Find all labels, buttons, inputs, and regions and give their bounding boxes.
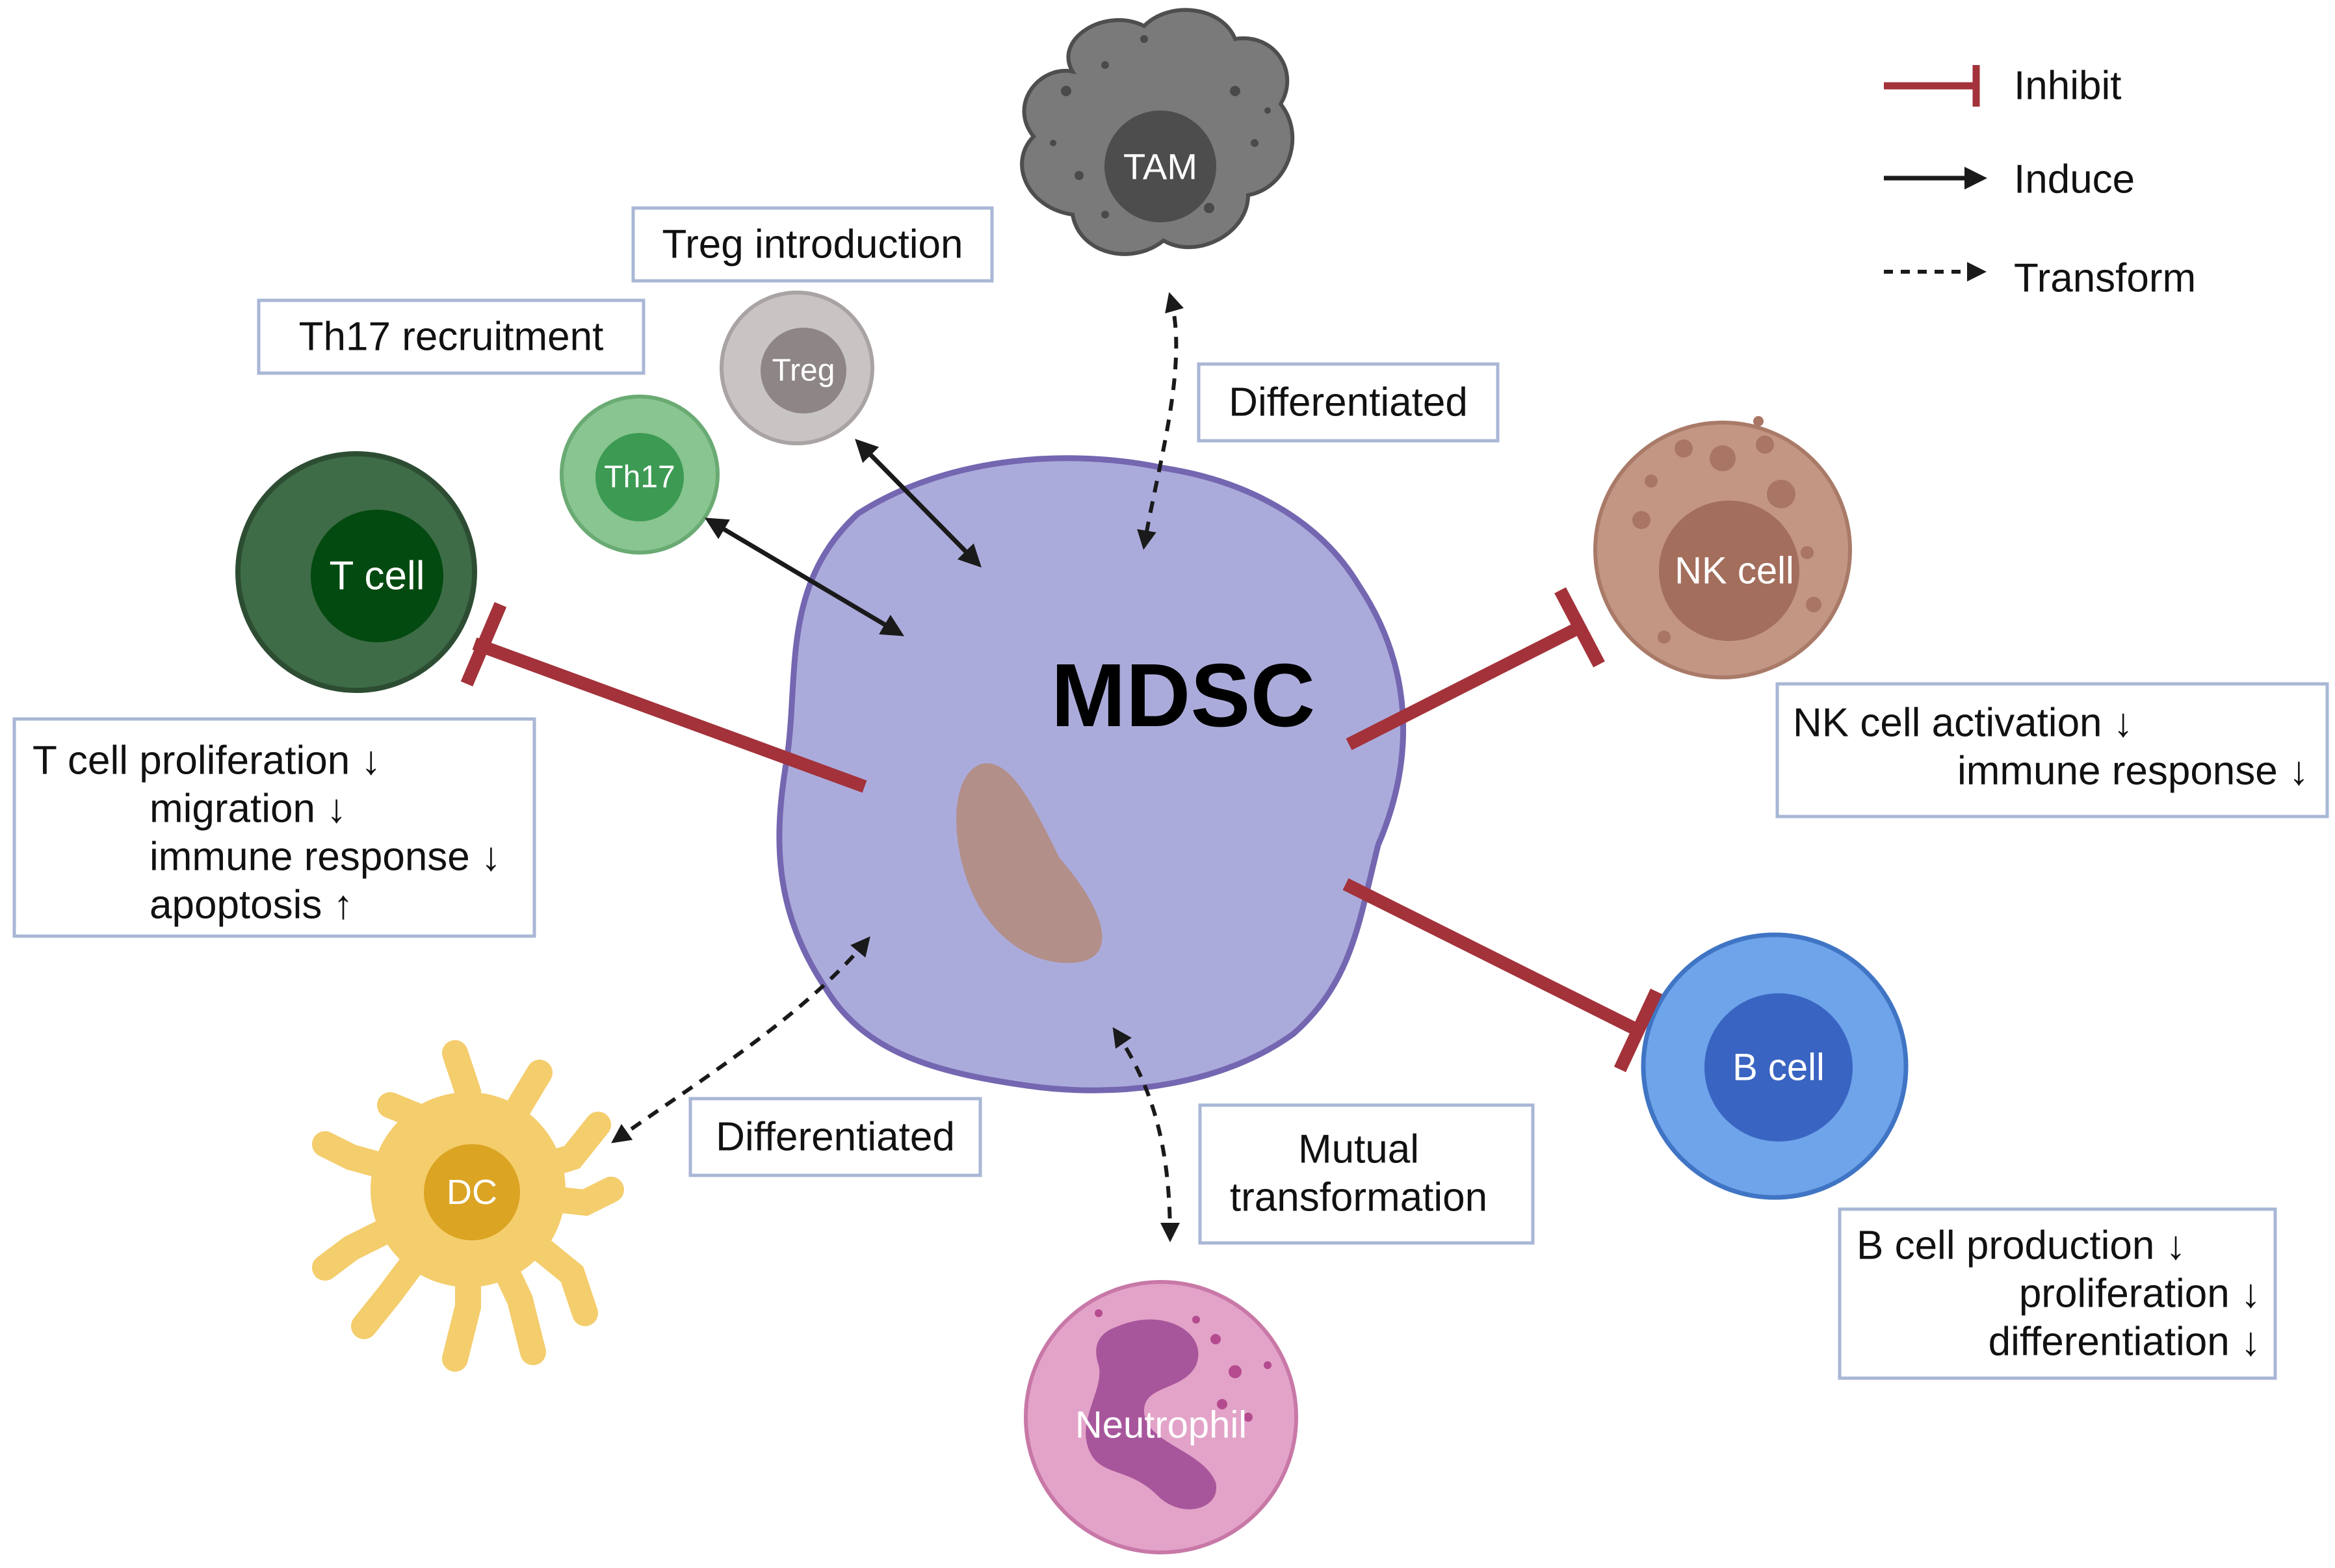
svg-text:Differentiated: Differentiated (716, 1115, 955, 1160)
svg-text:Mutual: Mutual (1298, 1127, 1419, 1172)
svg-text:Inhibit: Inhibit (2014, 64, 2121, 109)
dc-mdsc-arrow (611, 936, 870, 1143)
svg-text:Induce: Induce (2014, 157, 2135, 202)
tam-mdsc-arrow (1137, 292, 1184, 550)
th17-label: Th17 (604, 460, 675, 495)
nk-cell-effects-box: NK cell activation ↓ immune response ↓ (1775, 682, 2329, 818)
tam-cell: TAM (1020, 8, 1295, 256)
svg-text:Differentiated: Differentiated (1229, 380, 1468, 425)
transform-arrows (611, 292, 1184, 1242)
svg-text:migration ↓: migration ↓ (150, 787, 346, 831)
svg-text:immune response ↓: immune response ↓ (1957, 749, 2309, 794)
mdsc-inhibit-t-cell (472, 637, 867, 793)
dc-label: DC (447, 1173, 497, 1212)
mdsc-inhibit-nk-cell (1346, 621, 1583, 750)
svg-text:NK cell activation ↓: NK cell activation ↓ (1793, 701, 2133, 746)
neutrophil-label: Neutrophil (1075, 1404, 1247, 1446)
b-cell: B cell (1641, 932, 1909, 1200)
svg-text:differentiation ↓: differentiation ↓ (1989, 1320, 2261, 1365)
svg-text:apoptosis ↑: apoptosis ↑ (150, 883, 354, 928)
mdsc-label: MDSC (1051, 646, 1315, 746)
treg-mdsc-arrow (855, 439, 982, 568)
svg-text:immune response ↓: immune response ↓ (150, 835, 501, 880)
nk-cell: NK cell (1593, 416, 1852, 679)
th17-cell: Th17 (560, 395, 720, 555)
treg-label: Treg (772, 354, 835, 388)
treg-cell: Treg (720, 291, 874, 445)
svg-text:B cell production ↓: B cell production ↓ (1857, 1223, 2186, 1268)
nk-cell-label: NK cell (1675, 550, 1794, 592)
b-cell-label: B cell (1732, 1047, 1825, 1089)
mdsc-inhibit-b-cell (1342, 878, 1641, 1036)
treg-introduction-box: Treg introduction (631, 206, 994, 283)
inhibit-arrows (460, 587, 1663, 1073)
neutrophil-cell: Neutrophil (1024, 1280, 1298, 1554)
svg-text:Th17 recruitment: Th17 recruitment (299, 315, 604, 359)
svg-text:transformation: transformation (1230, 1175, 1487, 1220)
svg-text:Treg introduction: Treg introduction (662, 222, 963, 267)
dc-differentiated-box: Differentiated (688, 1097, 982, 1177)
tam-differentiated-box: Differentiated (1197, 362, 1500, 443)
t-cell-effects-box: T cell proliferation ↓ migration ↓ immun… (12, 717, 536, 938)
induce-arrows (704, 439, 982, 636)
svg-text:Transform: Transform (2014, 256, 2196, 301)
b-cell-effects-box: B cell production ↓ proliferation ↓ diff… (1838, 1207, 2277, 1380)
neutrophil-mdsc-arrow (1112, 1027, 1180, 1242)
legend-transform: Transform (1884, 256, 2196, 301)
tam-label: TAM (1123, 146, 1197, 187)
mutual-transformation-box: Mutual transformation (1198, 1103, 1535, 1245)
th17-mdsc-arrow (704, 517, 905, 636)
dc-cell: DC (312, 1040, 624, 1372)
mdsc-nucleus (956, 763, 1102, 963)
mdsc-cell: MDSC (776, 455, 1407, 1093)
legend-inhibit: Inhibit (1884, 64, 2121, 109)
t-cell: T cell (235, 451, 477, 693)
svg-text:proliferation ↓: proliferation ↓ (2019, 1272, 2261, 1316)
t-cell-label: T cell (329, 554, 424, 599)
legend: Inhibit Induce Transform (1884, 64, 2196, 301)
svg-text:T cell proliferation ↓: T cell proliferation ↓ (33, 738, 381, 783)
th17-recruitment-box: Th17 recruitment (257, 298, 646, 375)
legend-induce: Induce (1884, 157, 2135, 202)
